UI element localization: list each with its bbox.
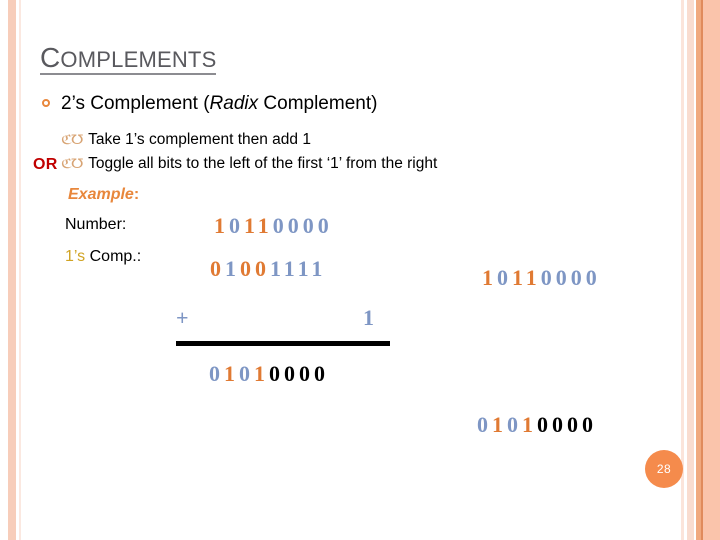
binary-digit: 1 bbox=[283, 256, 298, 281]
bullet-level1-text-before: 2’s Complement ( bbox=[61, 93, 210, 114]
ones-complement-rest: Comp.: bbox=[85, 248, 142, 265]
binary-digit: 0 bbox=[229, 213, 244, 238]
binary-digit: 0 bbox=[552, 412, 567, 437]
binary-digit: 0 bbox=[555, 265, 571, 290]
binary-digit: 0 bbox=[269, 361, 284, 386]
right-edge-stripe-3 bbox=[696, 0, 701, 540]
bullet-level1: 2’s Complement (Radix Complement) bbox=[42, 93, 377, 115]
binary-digit: 0 bbox=[507, 412, 522, 437]
binary-digit: 0 bbox=[255, 256, 270, 281]
binary-digit: 1 bbox=[512, 265, 526, 290]
hollow-circle-bullet-icon bbox=[42, 99, 50, 107]
binary-digit: 1 bbox=[257, 213, 273, 238]
right-edge-stripe-5 bbox=[703, 0, 720, 540]
bullet-level1-text-after: Complement) bbox=[258, 93, 378, 114]
binary-digit: 1 bbox=[244, 213, 258, 238]
binary-sum-value: 01010000 bbox=[209, 361, 329, 387]
left-edge-stripe-secondary bbox=[19, 0, 21, 540]
curl-bullet-icon: ℭ℧ bbox=[60, 132, 84, 147]
bullet-level1-italic-word: Radix bbox=[209, 93, 259, 114]
example-colon: : bbox=[133, 186, 140, 203]
binary-digit: 0 bbox=[287, 213, 303, 238]
binary-digit: 1 bbox=[522, 412, 537, 437]
binary-ones-complement-value: 01001111 bbox=[210, 256, 326, 282]
plus-sign: + bbox=[176, 305, 189, 330]
ones-complement-prefix: 1’s bbox=[65, 248, 86, 265]
binary-right-bottom-value: 01010000 bbox=[477, 412, 597, 438]
or-label: OR bbox=[33, 156, 58, 173]
binary-digit: 0 bbox=[284, 361, 299, 386]
binary-digit: 0 bbox=[477, 412, 492, 437]
bullet-level2a-text: Take 1’s complement then add 1 bbox=[88, 131, 311, 148]
binary-digit: 0 bbox=[567, 412, 582, 437]
binary-digit: 0 bbox=[537, 412, 552, 437]
binary-digit: 0 bbox=[240, 256, 255, 281]
binary-digit: 0 bbox=[209, 361, 224, 386]
binary-digit: 1 bbox=[254, 361, 269, 386]
bullet-level2b-text: Toggle all bits to the left of the first… bbox=[88, 155, 438, 172]
binary-digit: 0 bbox=[210, 256, 225, 281]
binary-digit: 0 bbox=[570, 265, 586, 290]
binary-digit: 1 bbox=[225, 256, 240, 281]
bullet-level2-toggle-bits: ℭ℧ Toggle all bits to the left of the fir… bbox=[60, 155, 438, 173]
binary-digit: 0 bbox=[497, 265, 512, 290]
binary-digit: 1 bbox=[297, 256, 312, 281]
ones-complement-row-label: 1’s Comp.: bbox=[65, 248, 141, 266]
sum-horizontal-rule bbox=[176, 341, 390, 346]
title-first-letter: C bbox=[40, 42, 61, 73]
binary-digit: 0 bbox=[272, 213, 288, 238]
binary-digit: 0 bbox=[582, 412, 597, 437]
page-number-badge: 28 bbox=[645, 450, 683, 488]
example-word: Example bbox=[68, 186, 134, 203]
binary-digit: 0 bbox=[299, 361, 314, 386]
binary-digit: 1 bbox=[525, 265, 541, 290]
binary-addend-value: 1 bbox=[363, 305, 374, 330]
binary-digit: 0 bbox=[302, 213, 318, 238]
binary-right-top-value: 10110000 bbox=[482, 265, 601, 291]
page-title: COMPLEMENTS bbox=[40, 42, 217, 76]
binary-digit: 0 bbox=[540, 265, 556, 290]
binary-digit: 1 bbox=[270, 256, 284, 281]
right-edge-stripe-4 bbox=[701, 0, 703, 540]
binary-digit: 0 bbox=[239, 361, 254, 386]
number-row-label: Number: bbox=[65, 216, 127, 233]
title-remainder: OMPLEMENTS bbox=[60, 47, 217, 72]
binary-number-value: 10110000 bbox=[214, 213, 333, 239]
binary-digit: 0 bbox=[585, 265, 601, 290]
right-edge-stripe-1 bbox=[681, 0, 684, 540]
binary-digit: 0 bbox=[317, 213, 333, 238]
bullet-level2-take-ones-complement: ℭ℧ Take 1’s complement then add 1 bbox=[60, 131, 311, 149]
binary-digit: 1 bbox=[214, 213, 229, 238]
binary-digit: 1 bbox=[311, 256, 327, 281]
example-label: Example: bbox=[68, 186, 139, 204]
left-edge-stripe-primary bbox=[8, 0, 16, 540]
right-edge-stripe-2 bbox=[687, 0, 694, 540]
binary-digit: 1 bbox=[492, 412, 507, 437]
curl-bullet-icon: ℭ℧ bbox=[60, 156, 84, 171]
binary-digit: 1 bbox=[482, 265, 497, 290]
binary-digit: 0 bbox=[314, 361, 329, 386]
binary-digit: 1 bbox=[224, 361, 239, 386]
